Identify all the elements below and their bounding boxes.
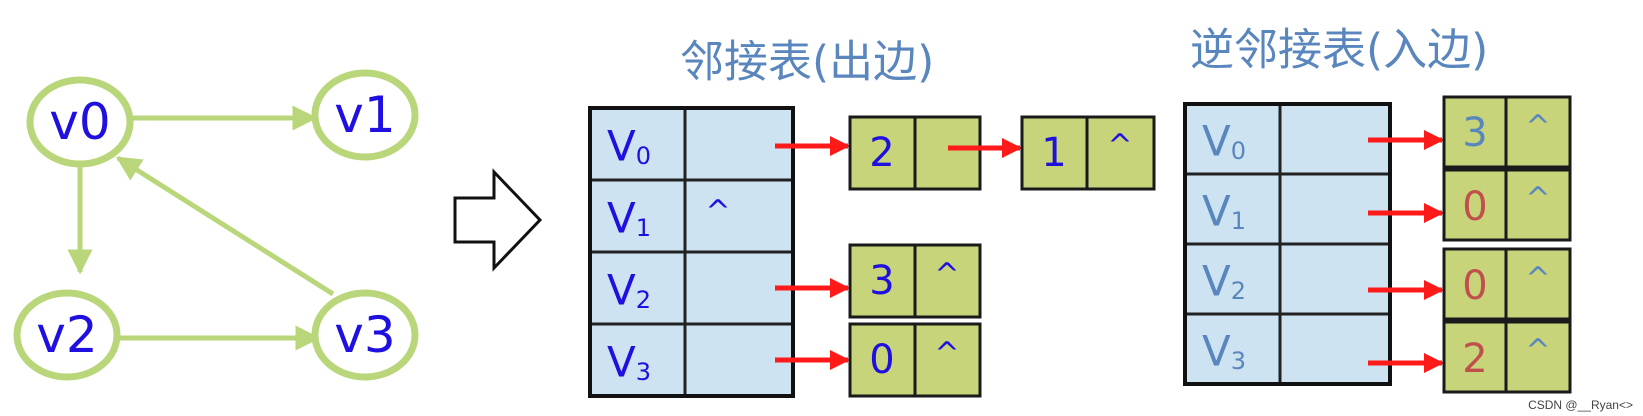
adjacency-in-title: 逆邻接表(入边) xyxy=(1190,25,1488,76)
adjacency-list-out: 邻接表(出边) V0 V1 V2 V3 ^ 2 xyxy=(588,37,1156,398)
graph-node-label: v0 xyxy=(49,93,110,151)
watermark: CSDN @__Ryan<> xyxy=(1528,398,1633,412)
vertex-label-v2: V2 xyxy=(607,266,651,315)
edge-node: 0 ^ xyxy=(1442,247,1572,321)
edge-node: 1 ^ xyxy=(1020,115,1156,191)
null-pointer-mark: ^ xyxy=(934,258,959,293)
transform-arrow-icon xyxy=(453,168,543,272)
null-pointer-mark: ^ xyxy=(1525,262,1550,297)
directed-graph: v0 v1 v2 v3 xyxy=(13,69,419,381)
vertex-table-in: V0 V1 V2 V3 xyxy=(1183,102,1392,386)
edge-node-index: 3 xyxy=(869,258,894,304)
null-pointer-mark: ^ xyxy=(1525,110,1550,145)
edge-node: 0 ^ xyxy=(848,322,982,398)
adjacency-list-in: 逆邻接表(入边) V0 V1 V2 V3 3 ^ xyxy=(1183,25,1572,394)
graph-node-v1: v1 xyxy=(311,69,419,161)
graph-edge-v3-v0 xyxy=(115,155,335,297)
vertex-label-v1: V1 xyxy=(607,194,651,243)
null-pointer-mark: ^ xyxy=(1107,129,1132,164)
edge-node-index: 3 xyxy=(1462,110,1487,156)
null-pointer-mark: ^ xyxy=(934,337,959,372)
vertex-label-v3: V3 xyxy=(1202,327,1246,376)
edge-node-index: 0 xyxy=(1462,184,1487,230)
vertex-label-v0: V0 xyxy=(607,122,651,171)
graph-node-v3: v3 xyxy=(311,289,419,381)
vertex-label-v0: V0 xyxy=(1202,117,1246,166)
edge-node: 3 ^ xyxy=(848,243,982,319)
graph-node-v0: v0 xyxy=(26,76,134,168)
edge-node-index: 2 xyxy=(869,130,894,176)
null-pointer-mark: ^ xyxy=(1525,182,1550,217)
edge-node: 2 xyxy=(848,115,982,191)
edge-node-index: 0 xyxy=(869,337,894,383)
edge-node-index: 2 xyxy=(1462,336,1487,382)
vertex-label-v3: V3 xyxy=(607,338,651,387)
adjacency-out-title: 邻接表(出边) xyxy=(680,37,934,88)
graph-node-label: v3 xyxy=(334,306,395,364)
edge-node: 0 ^ xyxy=(1442,168,1572,242)
null-pointer-mark: ^ xyxy=(705,195,730,230)
edge-node: 2 ^ xyxy=(1442,320,1572,394)
graph-node-label: v1 xyxy=(334,86,395,144)
graph-node-v2: v2 xyxy=(13,289,121,381)
vertex-table-out: V0 V1 V2 V3 ^ xyxy=(588,106,795,398)
edge-node-index: 1 xyxy=(1041,130,1066,176)
vertex-label-v2: V2 xyxy=(1202,257,1246,306)
vertex-label-v1: V1 xyxy=(1202,187,1246,236)
edge-node-index: 0 xyxy=(1462,263,1487,309)
null-pointer-mark: ^ xyxy=(1525,334,1550,369)
edge-node: 3 ^ xyxy=(1442,95,1572,169)
graph-node-label: v2 xyxy=(36,306,97,364)
